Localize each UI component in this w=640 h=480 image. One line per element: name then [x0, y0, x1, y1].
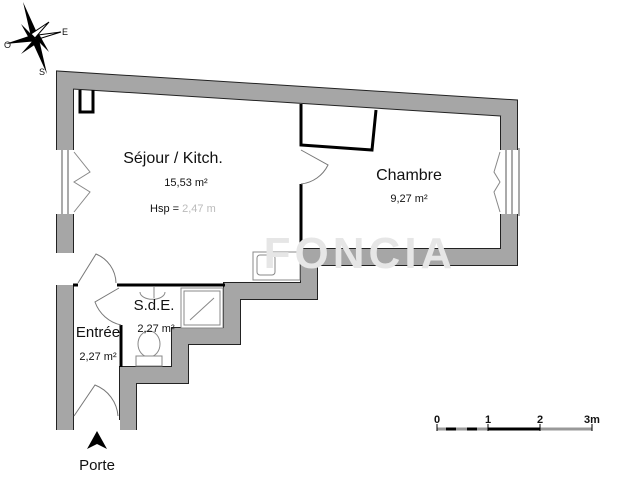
room-name-entree: Entrée	[76, 324, 120, 341]
room-name-sejour: Séjour / Kitch.	[123, 150, 223, 167]
room-area-entree: 2,27 m²	[79, 351, 117, 363]
room-area-sde: 2,27 m²	[137, 323, 175, 335]
room-height-sejour: Hsp = 2,47 m	[150, 203, 216, 215]
doors	[73, 149, 329, 417]
window-right	[493, 148, 520, 216]
door-gap	[55, 253, 75, 285]
window-left	[55, 150, 91, 214]
scale-tick-1: 1	[485, 414, 491, 426]
sink-icon	[252, 251, 301, 281]
room-name-chambre: Chambre	[376, 167, 442, 184]
compass-west: O	[4, 40, 11, 50]
compass-south: S	[39, 67, 45, 77]
washbasin-icon	[139, 287, 166, 300]
scale-bar: 0 1 2 3m	[434, 414, 600, 431]
entrance-label: Porte	[79, 457, 115, 474]
scale-tick-3: 3m	[584, 414, 600, 426]
compass-east: E	[62, 27, 68, 37]
room-name-sde: S.d.E.	[134, 297, 175, 314]
entrance-gap	[74, 420, 120, 434]
scale-tick-2: 2	[537, 414, 543, 426]
interior-walls	[73, 90, 378, 367]
entrance-arrow-icon	[87, 431, 107, 449]
compass-rose-icon	[5, 2, 62, 74]
watermark: FONCIA	[264, 229, 457, 278]
toilet-icon	[135, 330, 163, 367]
room-area-sejour: 15,53 m²	[164, 177, 208, 189]
room-area-chambre: 9,27 m²	[390, 193, 428, 205]
exterior-walls	[56, 70, 518, 430]
scale-tick-0: 0	[434, 414, 440, 426]
shower-icon	[180, 287, 224, 329]
